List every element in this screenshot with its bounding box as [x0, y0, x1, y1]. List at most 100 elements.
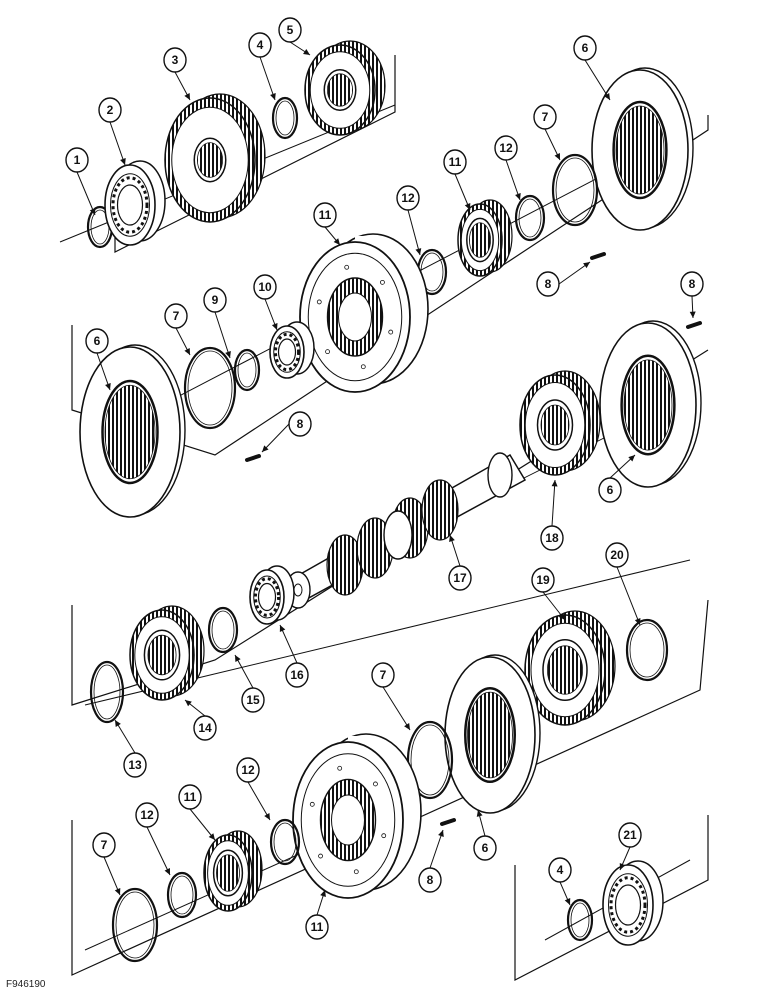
- leader-line: [616, 566, 641, 626]
- leader-arrowhead: [583, 262, 590, 269]
- callout-number: 11: [311, 920, 324, 934]
- ring-part-15: [207, 606, 239, 654]
- leader-line: [189, 808, 216, 841]
- leader-arrowhead: [634, 618, 641, 625]
- callout-12: 12: [396, 185, 420, 211]
- callout-7: 7: [371, 662, 395, 688]
- leader-arrowhead: [333, 238, 340, 245]
- snap-ring-part-4: [271, 96, 299, 140]
- callout-6: 6: [598, 477, 622, 503]
- pin-part-8-a: [590, 252, 606, 260]
- leader-line: [382, 686, 411, 731]
- ring-part-12-lower-b: [166, 871, 198, 919]
- figure-code: F946190: [6, 979, 46, 990]
- leader-line: [454, 173, 471, 211]
- callout-number: 7: [101, 838, 108, 852]
- disc-part-6-right: [599, 320, 702, 488]
- frame-line-1: [71, 115, 709, 456]
- callout-circle: [285, 662, 309, 688]
- leader-line: [279, 624, 298, 664]
- bearing-part-21: [602, 860, 664, 946]
- leader-line: [505, 159, 521, 201]
- callout-7: 7: [164, 303, 188, 329]
- needle-bearing-part-10: [269, 321, 315, 379]
- callout-number: 11: [449, 155, 462, 169]
- leader-line: [103, 856, 121, 896]
- callout-21: 21: [618, 822, 642, 848]
- leader-line: [114, 719, 136, 754]
- callout-circle: [533, 104, 557, 130]
- leader-arrowhead: [225, 351, 231, 358]
- leader-arrowhead: [449, 535, 455, 542]
- callout-number: 4: [557, 863, 564, 877]
- callout-circle: [418, 867, 442, 893]
- hub-part-11-mid: [299, 233, 429, 393]
- callout-19: 19: [531, 567, 555, 593]
- gear-part-11-small: [203, 830, 263, 912]
- callout-number: 5: [287, 23, 294, 37]
- gear-part-19: [524, 610, 616, 726]
- leader-arrowhead: [270, 93, 276, 100]
- callout-12: 12: [494, 135, 518, 161]
- callout-16: 16: [285, 662, 309, 688]
- leader-arrowhead: [551, 480, 558, 487]
- callout-number: 12: [140, 808, 154, 822]
- gear-part-3: [164, 93, 266, 223]
- callout-2: 2: [98, 97, 122, 123]
- callout-number: 7: [542, 110, 549, 124]
- leader-arrowhead: [515, 193, 521, 200]
- leader-arrowhead: [415, 248, 422, 255]
- callout-13: 13: [123, 752, 147, 778]
- pin-part-8-b: [245, 454, 261, 462]
- callout-circle: [163, 47, 187, 73]
- callout-circle: [531, 567, 555, 593]
- leader-line: [76, 171, 96, 216]
- callout-circle: [288, 411, 312, 437]
- pin-part-8-c: [686, 321, 702, 329]
- callout-number: 12: [499, 141, 513, 155]
- leader-arrowhead: [264, 813, 270, 820]
- callout-circle: [65, 147, 89, 173]
- callout-number: 18: [545, 531, 559, 545]
- callout-number: 6: [607, 483, 614, 497]
- callout-number: 8: [297, 417, 304, 431]
- callout-17: 17: [448, 565, 472, 591]
- callout-circle: [98, 97, 122, 123]
- callout-circle: [598, 477, 622, 503]
- leader-line: [584, 59, 611, 101]
- leader-line: [261, 423, 290, 453]
- leader-line: [109, 121, 126, 166]
- callout-15: 15: [241, 687, 265, 713]
- callout-number: 12: [241, 763, 255, 777]
- leader-arrowhead: [271, 323, 278, 330]
- snap-ring-part-13: [89, 660, 125, 724]
- leader-arrowhead: [279, 625, 286, 632]
- callout-number: 1: [74, 153, 81, 167]
- leader-arrowhead: [558, 613, 565, 620]
- leader-line: [146, 826, 171, 876]
- leader-arrowhead: [89, 208, 96, 215]
- disc-part-6-left: [79, 344, 186, 518]
- leader-arrowhead: [554, 153, 560, 160]
- leader-line: [259, 56, 276, 101]
- leader-line: [551, 479, 556, 527]
- callout-1: 1: [65, 147, 89, 173]
- leader-arrowhead: [619, 863, 626, 870]
- leader-arrowhead: [404, 723, 410, 730]
- pin-part-8-d: [440, 818, 456, 826]
- leader-line: [214, 311, 231, 359]
- leader-arrowhead: [604, 93, 610, 100]
- callout-number: 15: [246, 693, 260, 707]
- leader-line: [429, 829, 444, 869]
- callout-12: 12: [135, 802, 159, 828]
- callout-circle: [193, 715, 217, 741]
- ring-part-7-bottom: [111, 887, 159, 963]
- leader-arrowhead: [235, 655, 241, 662]
- seal-part-20: [625, 618, 669, 682]
- callout-number: 6: [94, 334, 101, 348]
- leader-arrowhead: [303, 49, 310, 55]
- ring-part-12-top: [514, 194, 546, 242]
- callout-number: 13: [128, 758, 142, 772]
- ring-part-7-lower: [406, 720, 454, 800]
